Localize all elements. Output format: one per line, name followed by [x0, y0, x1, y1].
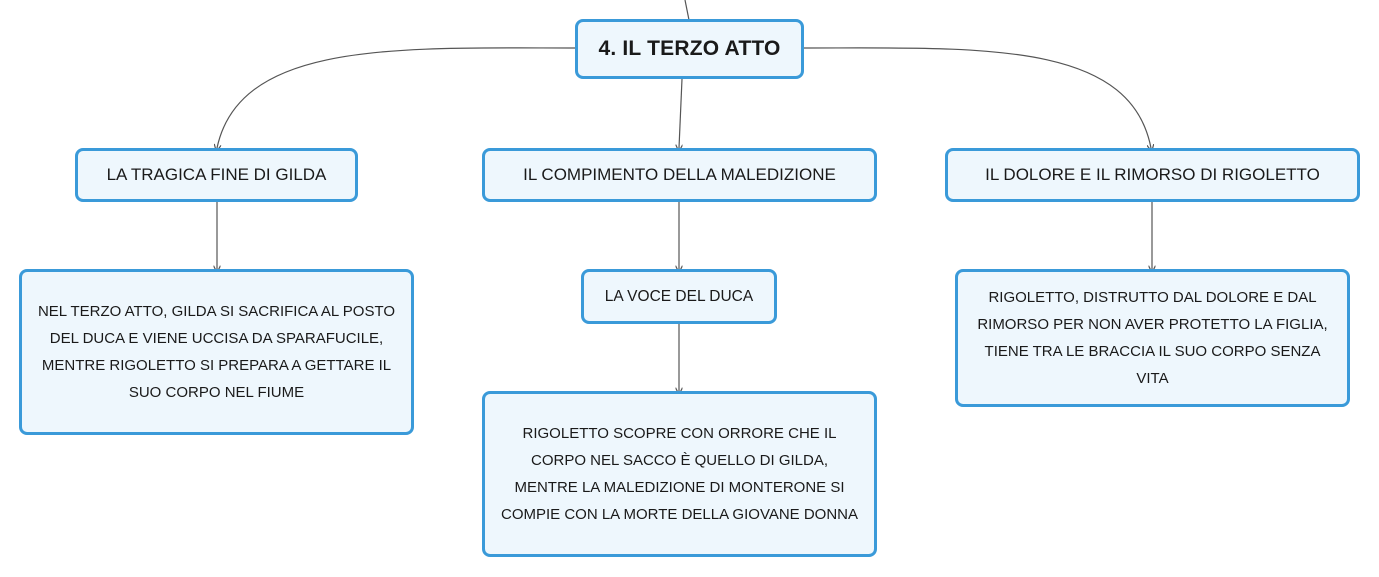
connector-root-to-gilda [217, 47, 576, 148]
topic-node-rigoletto[interactable]: IL DOLORE E IL RIMORSO DI RIGOLETTO [945, 148, 1360, 202]
connector-root-to-maledizione [679, 78, 682, 148]
connector-parent-to-root [684, 0, 690, 21]
detail-node-maledizione[interactable]: RIGOLETTO SCOPRE CON ORRORE CHE IL CORPO… [482, 391, 877, 557]
subtopic-node-voce-del-duca-label: LA VOCE DEL DUCA [604, 287, 754, 305]
topic-node-rigoletto-label: IL DOLORE E IL RIMORSO DI RIGOLETTO [985, 165, 1320, 184]
root-node[interactable]: 4. IL TERZO ATTO [575, 19, 804, 79]
root-node-label: 4. IL TERZO ATTO [598, 37, 781, 60]
topic-node-gilda-label: LA TRAGICA FINE DI GILDA [106, 165, 327, 184]
detail-node-rigoletto-text: RIGOLETTO, DISTRUTTO DAL DOLORE E DAL RI… [977, 289, 1328, 387]
topic-node-gilda[interactable]: LA TRAGICA FINE DI GILDA [75, 148, 358, 202]
detail-node-gilda[interactable]: NEL TERZO ATTO, GILDA SI SACRIFICA AL PO… [19, 269, 414, 435]
topic-node-maledizione[interactable]: IL COMPIMENTO DELLA MALEDIZIONE [482, 148, 877, 202]
detail-node-maledizione-text: RIGOLETTO SCOPRE CON ORRORE CHE IL CORPO… [500, 425, 859, 523]
detail-node-gilda-text: NEL TERZO ATTO, GILDA SI SACRIFICA AL PO… [37, 303, 396, 401]
detail-node-rigoletto[interactable]: RIGOLETTO, DISTRUTTO DAL DOLORE E DAL RI… [955, 269, 1350, 407]
connector-root-to-rigoletto [803, 47, 1151, 148]
subtopic-node-voce-del-duca[interactable]: LA VOCE DEL DUCA [581, 269, 777, 324]
topic-node-maledizione-label: IL COMPIMENTO DELLA MALEDIZIONE [523, 165, 836, 184]
